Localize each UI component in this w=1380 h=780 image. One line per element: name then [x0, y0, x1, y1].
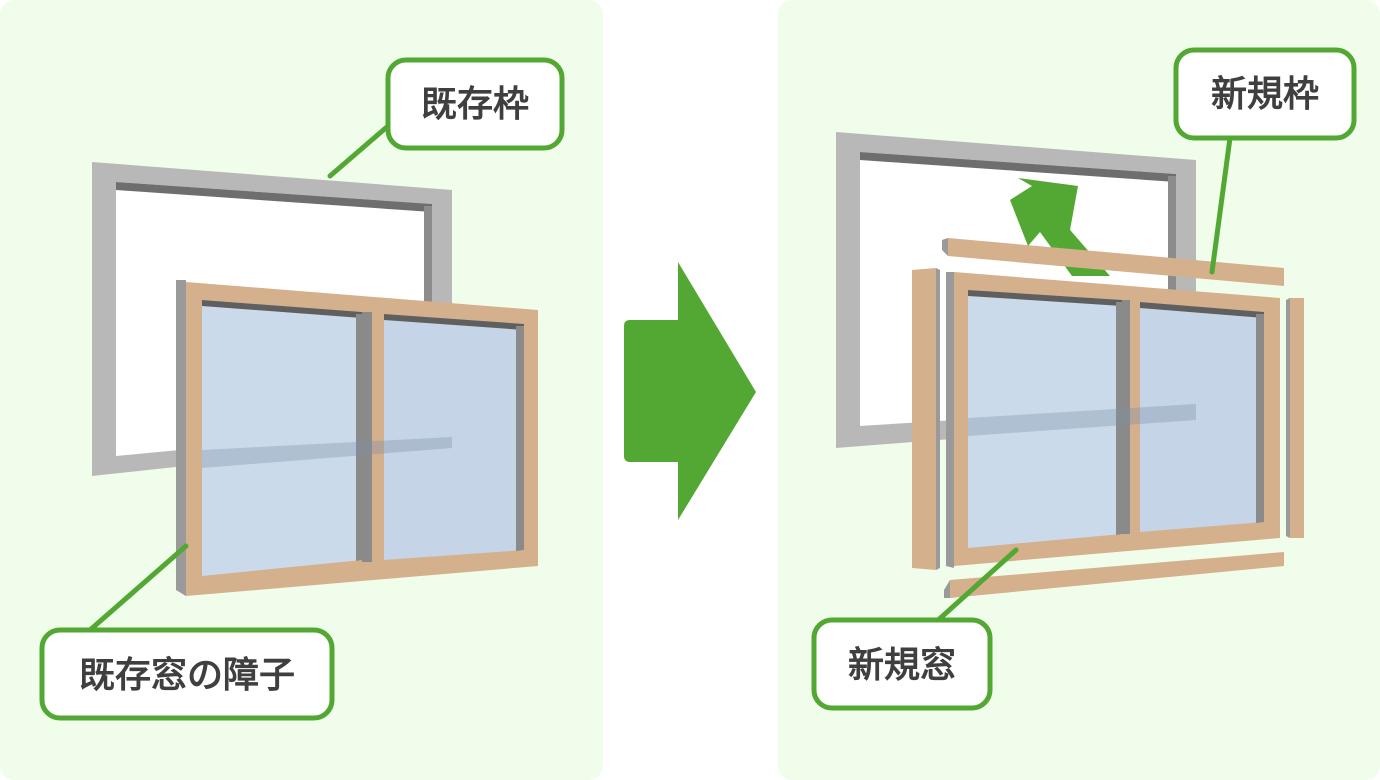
callout-leader-line [1209, 135, 1233, 275]
new-frame-pieces [912, 238, 1304, 598]
callout-box [1173, 47, 1357, 141]
callout-leader-line [327, 123, 391, 179]
callout-box [811, 617, 993, 711]
right-arrow-icon [624, 262, 756, 520]
new-frame-label: 新規枠 [1211, 74, 1319, 115]
callout-existing-sash: 既存窓の障子 [39, 543, 335, 721]
callout-leader-line [933, 547, 1019, 625]
new-window-label: 新規窓 [848, 645, 956, 686]
existing-frame-label: 既存枠 [421, 84, 529, 125]
left-panel: 既存枠 既存窓の障子 [0, 0, 603, 780]
existing-sash-label: 既存窓の障子 [79, 655, 295, 696]
new-window [946, 272, 1280, 568]
callout-new-frame: 新規枠 [1173, 47, 1357, 275]
callout-existing-frame: 既存枠 [327, 57, 565, 179]
callout-leader-line [87, 543, 189, 633]
existing-sash [176, 280, 538, 596]
callout-new-window: 新規窓 [811, 547, 1019, 711]
callout-box [385, 57, 565, 151]
callout-box [39, 627, 335, 721]
right-panel: 新規枠 新規窓 [778, 0, 1380, 780]
